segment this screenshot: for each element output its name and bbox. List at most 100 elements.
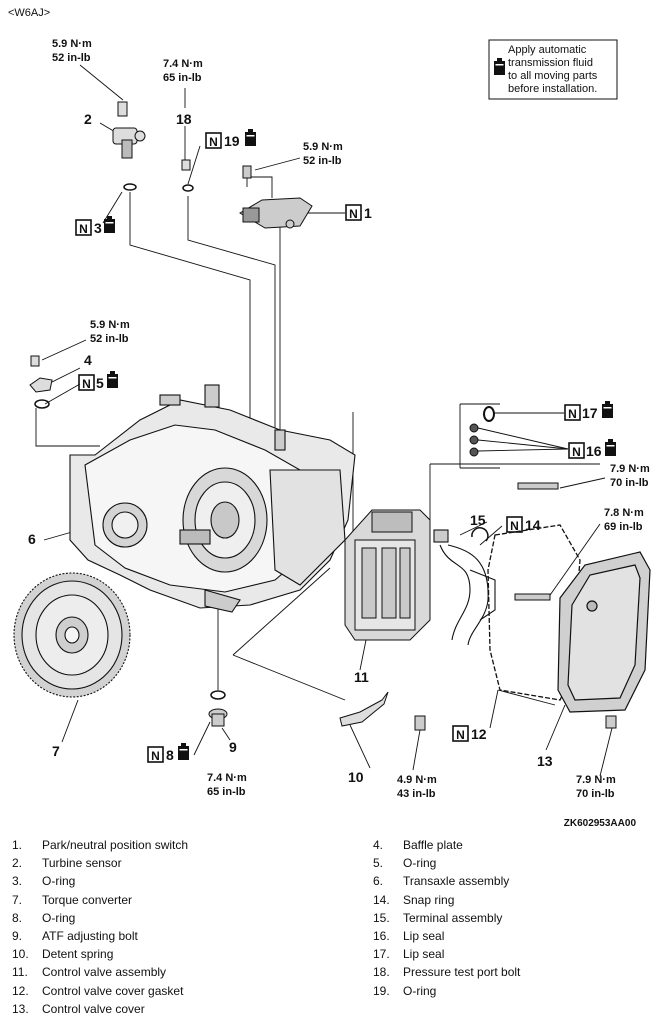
- svg-text:14: 14: [525, 517, 541, 533]
- legend-label: Terminal assembly: [403, 910, 503, 925]
- legend-num: 17.: [373, 947, 390, 962]
- legend-item: 19.O-ring: [373, 982, 520, 1000]
- callout-11: 11: [354, 669, 369, 685]
- legend-num: 5.: [373, 856, 384, 871]
- svg-text:1: 1: [364, 205, 372, 221]
- note-line-2: transmission fluid: [508, 57, 593, 69]
- legend-num: 16.: [373, 928, 390, 943]
- legend-label: Turbine sensor: [42, 856, 122, 871]
- callout-18: 18: [176, 111, 192, 127]
- legend-label: O-ring: [403, 983, 437, 998]
- turbine-sensor: [112, 101, 146, 159]
- legend-label: Park/neutral position switch: [42, 838, 189, 852]
- svg-text:3: 3: [94, 220, 102, 236]
- torque-2-inlb: 52 in-lb: [52, 52, 91, 64]
- torque-valve-body-nm: 7.8 N·m: [604, 507, 644, 519]
- legend-item: 5.O-ring: [373, 854, 520, 872]
- terminal-assembly: [433, 529, 496, 646]
- legend-label: Pressure test port bolt: [403, 965, 521, 980]
- torque-specs: 5.9 N·m 52 in-lb 7.4 N·m 65 in-lb 5.9 N·…: [52, 38, 650, 800]
- legend-right-column: 4.Baffle plate 5.O-ring 6.Transaxle asse…: [373, 836, 520, 1000]
- atf-bottle-icon: [602, 401, 613, 418]
- o-ring-3: [123, 183, 137, 191]
- svg-text:5: 5: [96, 375, 104, 391]
- torque-converter: [13, 572, 131, 698]
- callout-19: N 19: [205, 129, 256, 149]
- torque-9-inlb: 65 in-lb: [207, 786, 246, 798]
- torque-bolt-inlb: 70 in-lb: [610, 477, 649, 489]
- legend-num: 8.: [12, 910, 23, 925]
- callout-10: 10: [348, 769, 364, 785]
- legend-item: 16. Lip seal: [373, 927, 520, 945]
- lip-seal-16-c: [469, 447, 479, 457]
- legend-num: 9.: [12, 928, 23, 943]
- legend-label: Snap ring: [403, 892, 455, 907]
- legend-label: ATF adjusting bolt: [42, 928, 138, 943]
- legend-num: 2.: [12, 856, 23, 871]
- header-code: <W6AJ>: [8, 7, 50, 19]
- svg-text:N: N: [456, 728, 465, 742]
- legend-num: 7.: [12, 892, 23, 907]
- svg-text:19: 19: [224, 133, 240, 149]
- svg-text:16: 16: [586, 443, 602, 459]
- callout-12: N 12: [452, 725, 487, 742]
- torque-1-inlb: 52 in-lb: [303, 155, 342, 167]
- valve-body-bolts: [514, 482, 559, 601]
- legend-item: 9. ATF adjusting bolt: [12, 927, 188, 945]
- legend-item: 1. Park/neutral position switch: [12, 836, 188, 854]
- leader-lines: [35, 64, 613, 777]
- legend-num: 18.: [373, 965, 390, 980]
- parts-legend: 1. Park/neutral position switch 2. Turbine…: [0, 836, 662, 1026]
- legend-label: Control valve cover gasket: [42, 983, 184, 998]
- legend-item: 13. Control valve cover: [12, 1000, 188, 1018]
- callout-7: 7: [52, 743, 60, 759]
- legend-label: O-ring: [42, 874, 76, 889]
- callout-17: N 17: [564, 401, 613, 421]
- legend-label: Control valve cover: [42, 1001, 145, 1016]
- svg-text:N: N: [568, 407, 577, 421]
- svg-text:N: N: [349, 207, 358, 221]
- torque-9-nm: 7.4 N·m: [207, 772, 247, 784]
- torque-1-nm: 5.9 N·m: [303, 141, 343, 153]
- legend-num: 11.: [12, 965, 28, 980]
- legend-num: 13.: [12, 1001, 29, 1016]
- control-valve-cover: [557, 551, 651, 713]
- callout-8: N 8: [147, 743, 189, 763]
- legend-item: 7.Torque converter: [12, 891, 188, 909]
- legend-num: 1.: [12, 838, 23, 852]
- atf-bottle-icon: [494, 58, 505, 75]
- legend-item: 3. O-ring: [12, 872, 188, 890]
- torque-4-inlb: 52 in-lb: [90, 333, 129, 345]
- legend-item: 18. Pressure test port bolt: [373, 963, 520, 981]
- torque-10-inlb: 43 in-lb: [397, 788, 436, 800]
- svg-text:N: N: [209, 135, 218, 149]
- legend-label: Lip seal: [403, 947, 445, 962]
- callout-2: 2: [84, 111, 92, 127]
- callout-3: N 3: [75, 216, 115, 236]
- atf-bottle-icon: [178, 743, 189, 760]
- svg-text:N: N: [572, 445, 581, 459]
- control-valve-cover-gasket: [487, 524, 581, 701]
- svg-text:N: N: [510, 519, 519, 533]
- baffle-plate: [29, 355, 53, 393]
- legend-num: 10.: [12, 947, 29, 962]
- callout-6: 6: [28, 531, 36, 547]
- callout-15: 15: [470, 512, 486, 528]
- legend-label: Transaxle assembly: [403, 874, 510, 889]
- figure-code: ZK602953AA00: [563, 818, 636, 829]
- callout-16: N 16: [568, 439, 616, 459]
- torque-4-nm: 5.9 N·m: [90, 319, 130, 331]
- torque-18-nm: 7.4 N·m: [163, 58, 203, 70]
- legend-num: 14.: [373, 892, 390, 907]
- control-valve-assembly: [344, 509, 431, 641]
- torque-bolt-nm: 7.9 N·m: [610, 463, 650, 475]
- callout-5: N 5: [78, 371, 118, 391]
- legend-item: 2. Turbine sensor: [12, 854, 188, 872]
- legend-label: Lip seal: [403, 928, 445, 943]
- o-ring-8: [210, 690, 226, 700]
- legend-num: 3.: [12, 874, 23, 889]
- legend-label: Detent spring: [42, 947, 114, 962]
- note-line-3: to all moving parts: [508, 70, 598, 82]
- legend-item: 6.Transaxle assembly: [373, 872, 520, 890]
- callout-9: 9: [229, 739, 237, 755]
